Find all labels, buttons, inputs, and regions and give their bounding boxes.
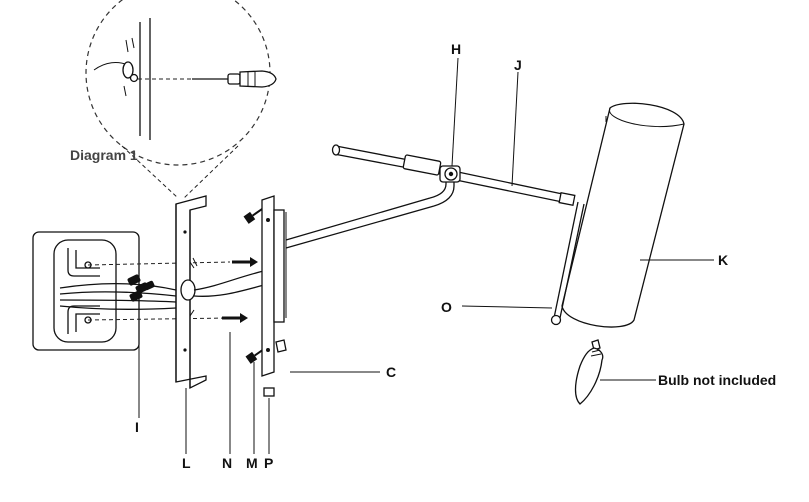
bulb-icon — [574, 339, 604, 405]
label-k: K — [718, 252, 728, 268]
lamp-arm — [285, 178, 455, 249]
fixture-wires — [193, 269, 269, 297]
detail-callout-line-right — [183, 145, 239, 199]
label-o: O — [441, 299, 452, 315]
cap-p — [263, 387, 275, 397]
label-i: I — [135, 419, 139, 435]
lamp-shade — [550, 102, 685, 328]
diagram-1-caption: Diagram 1 — [70, 147, 138, 163]
alignment-dash-top — [87, 261, 231, 266]
alignment-dash-bottom — [87, 317, 231, 321]
leader-lines — [138, 57, 714, 454]
adjusting-rod — [331, 144, 576, 207]
wire-nuts-icon — [127, 274, 155, 302]
leader-h — [451, 57, 459, 167]
leader-j — [511, 71, 519, 187]
detail-callout-line-left — [121, 145, 179, 199]
detail-hole — [122, 61, 134, 79]
detail-ground-screw-icon — [129, 73, 139, 83]
label-n: N — [222, 455, 232, 471]
label-h: H — [451, 41, 461, 57]
label-j: J — [514, 57, 522, 73]
detail-tick-2 — [131, 37, 135, 49]
detail-tick-3 — [123, 85, 127, 97]
detail-magnifier — [85, 0, 277, 199]
mounting-bracket — [175, 195, 207, 390]
supply-wires — [59, 274, 177, 310]
arrows — [222, 257, 258, 323]
label-c: C — [386, 364, 396, 380]
label-p: P — [264, 455, 273, 471]
leader-o — [461, 305, 553, 309]
backplate — [261, 195, 287, 377]
junction-box — [32, 231, 140, 351]
label-l: L — [182, 455, 191, 471]
detail-tick-1 — [125, 39, 129, 53]
bulb-not-included-label: Bulb not included — [658, 372, 776, 388]
label-m: M — [246, 455, 258, 471]
knuckle-joint — [439, 165, 461, 183]
screwdriver-icon — [192, 70, 277, 88]
